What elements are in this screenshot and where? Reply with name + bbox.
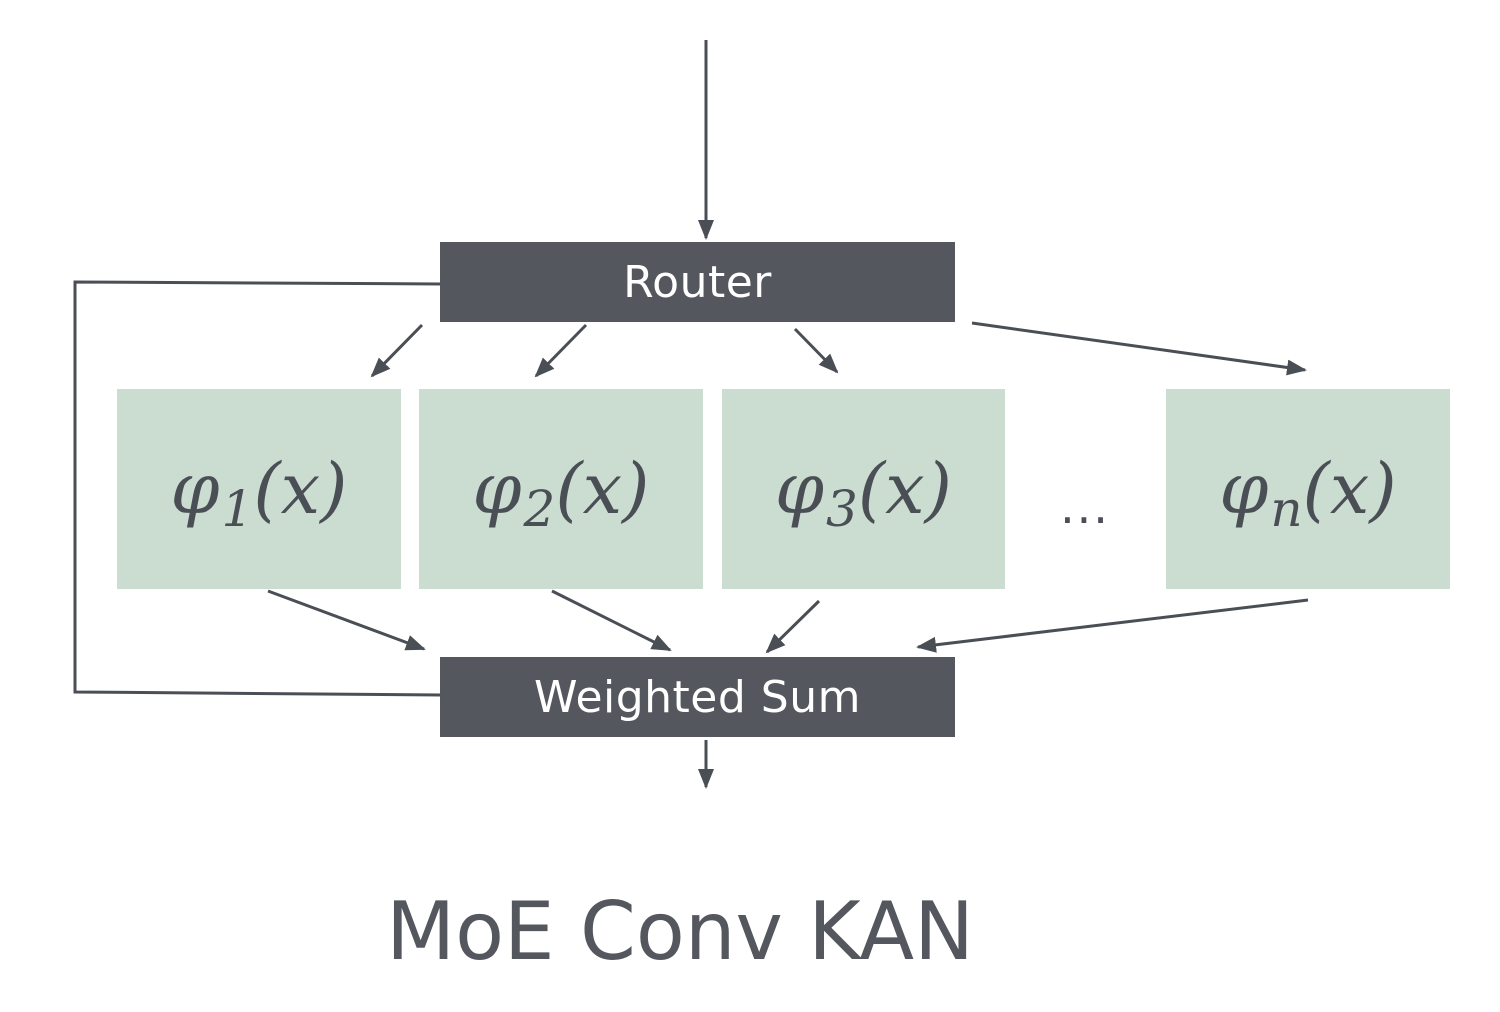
expert-1-subscript: 1 [221, 480, 254, 538]
router-to-expert-3-arrow [793, 327, 839, 374]
router-to-expert-1-arrow [370, 323, 424, 378]
router-to-expert-2-arrow [534, 323, 588, 378]
expert-1-to-sum-arrow [267, 589, 426, 651]
router-bypass-connector [73, 280, 442, 697]
weighted-sum-label: Weighted Sum [534, 671, 861, 723]
weighted-sum-box: Weighted Sum [440, 657, 955, 737]
expert-n-subscript: n [1270, 480, 1303, 538]
expert-1-argument: (x) [253, 448, 348, 530]
expert-2-subscript: 2 [523, 480, 556, 538]
expert-3-subscript: 3 [826, 480, 858, 538]
router-to-expert-n-arrow [971, 321, 1307, 376]
expert-2-argument: (x) [555, 448, 650, 530]
expert-n-to-sum-arrow [916, 598, 1309, 653]
experts-ellipsis: ... [1060, 480, 1110, 534]
expert-3-argument: (x) [857, 448, 952, 530]
expert-n-symbol: φ [1219, 448, 1269, 530]
router-label: Router [623, 256, 772, 308]
expert-n-argument: (x) [1302, 448, 1397, 530]
expert-2-symbol: φ [472, 448, 522, 530]
diagram-caption: MoE Conv KAN [386, 885, 974, 978]
expert-2-to-sum-arrow [551, 589, 672, 652]
expert-1-symbol: φ [170, 448, 220, 530]
expert-3-to-sum-arrow [765, 599, 821, 654]
expert-3-symbol: φ [775, 448, 825, 530]
router-box: Router [440, 242, 955, 322]
